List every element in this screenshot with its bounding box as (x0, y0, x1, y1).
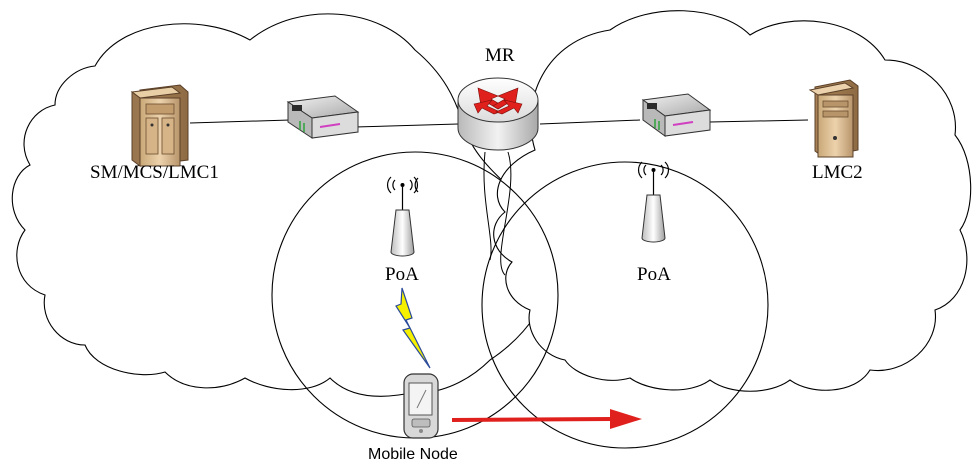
poa-left-label: PoA (385, 264, 419, 285)
tower-server-icon (808, 79, 859, 158)
switch-icon (286, 95, 360, 139)
wireless-access-point-icon (387, 176, 419, 257)
right-server-label: LMC2 (812, 162, 863, 183)
lightning-bolt-icon (395, 287, 431, 369)
link-switch-left-router (354, 123, 459, 128)
poa-right-label: PoA (637, 264, 671, 285)
router-label: MR (485, 45, 515, 66)
link-server-switch-left (189, 119, 291, 124)
wireless-access-point-icon (638, 161, 669, 243)
poa-right-coverage-circle (481, 161, 769, 449)
link-router-switch-right (539, 119, 641, 125)
router-icon (457, 77, 539, 151)
switch-icon (641, 93, 712, 137)
mobile-node-label: Mobile Node (368, 446, 458, 463)
pda-device-icon (403, 373, 439, 439)
link-switch-right-server (709, 119, 809, 123)
left-network-cloud (11, 13, 556, 397)
link-router-poa-left (483, 151, 492, 261)
link-router-poa-right (500, 151, 512, 276)
arrow-right-icon (451, 409, 642, 429)
left-server-label: SM/MCS/LMC1 (90, 162, 219, 183)
tower-server-icon (130, 84, 189, 167)
right-network-cloud (493, 10, 972, 392)
